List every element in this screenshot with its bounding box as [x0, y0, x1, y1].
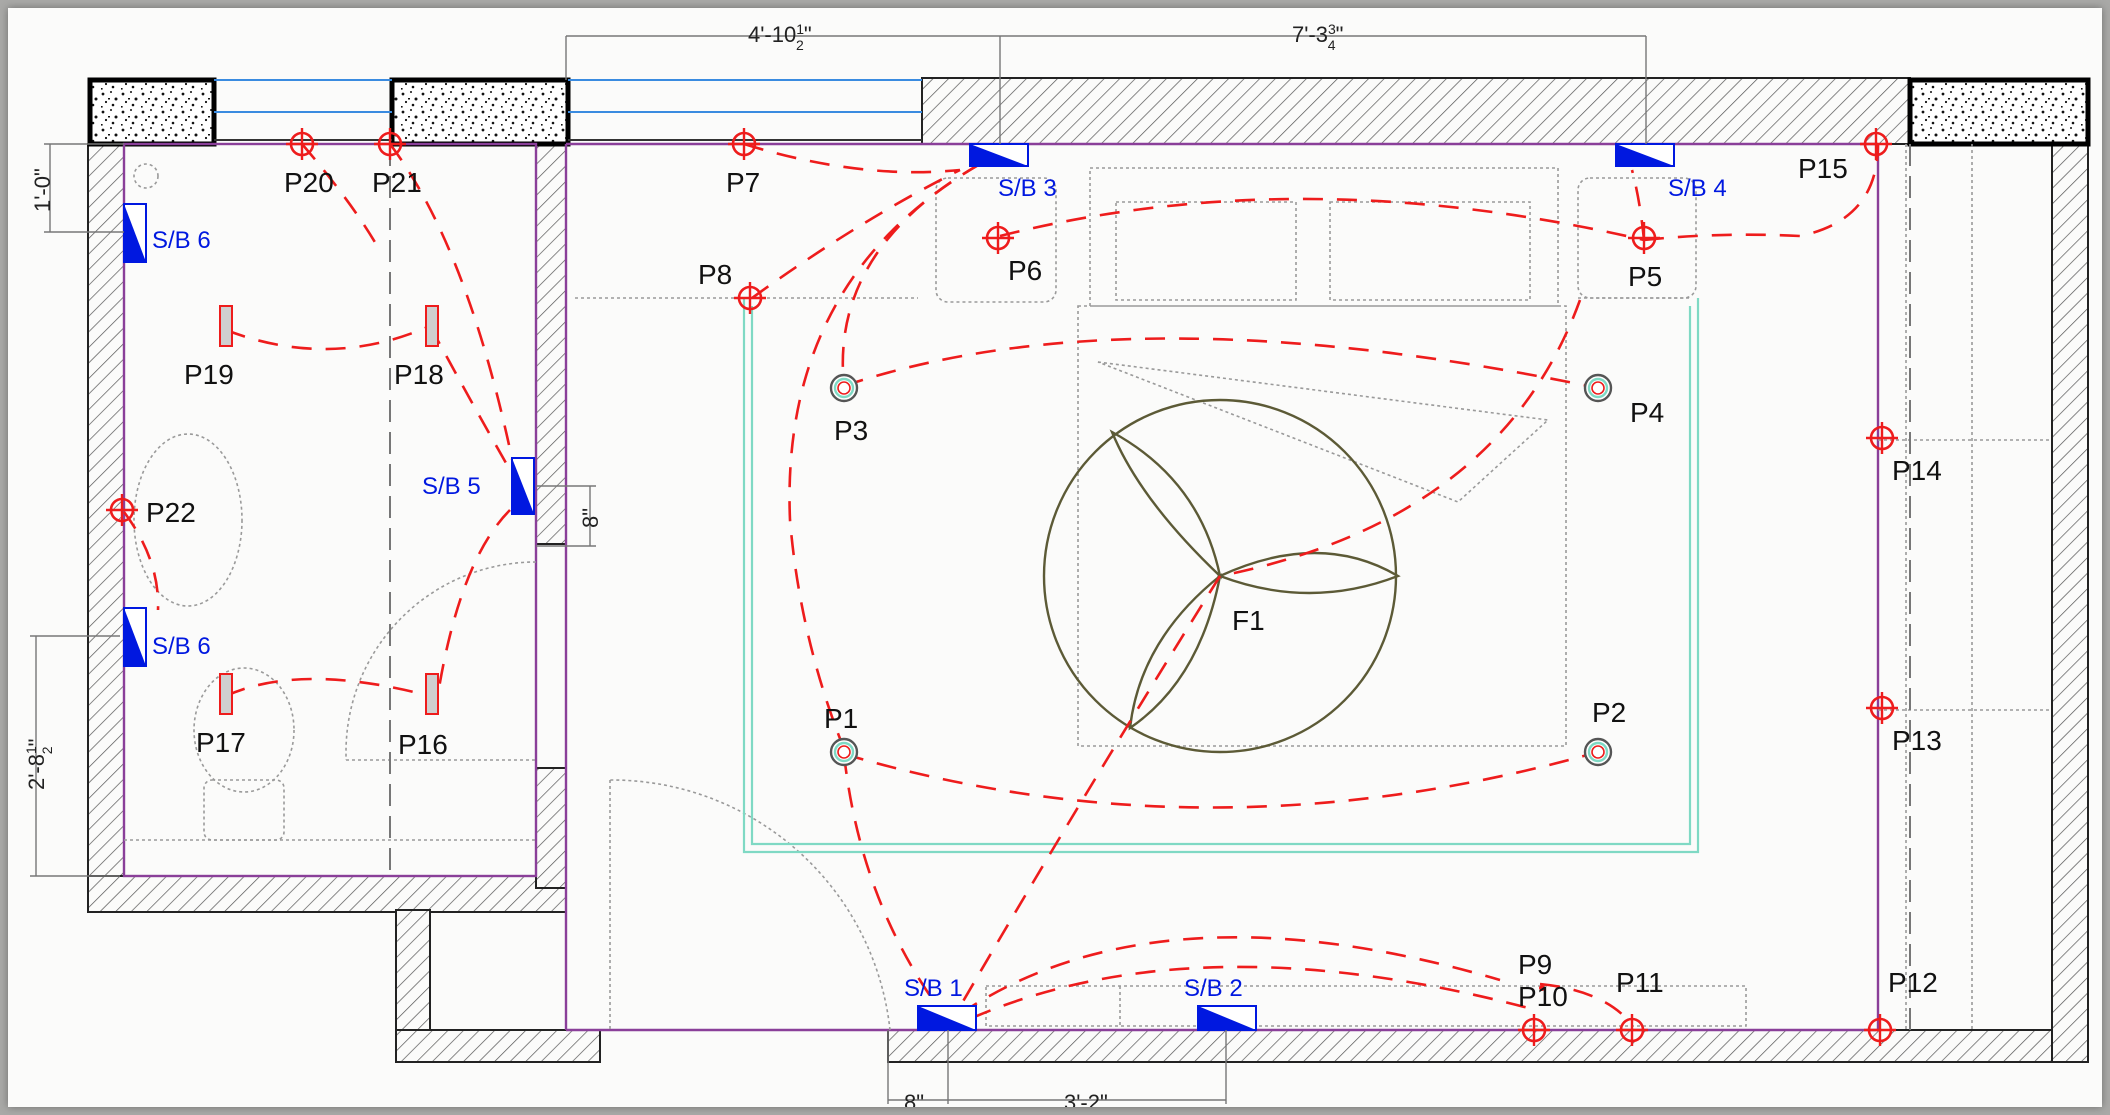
point-symbol-p8 [734, 282, 766, 314]
label-sb2: S/B 2 [1184, 975, 1243, 1002]
point-symbol-p12 [1864, 1014, 1896, 1046]
label-p18: P18 [394, 359, 444, 390]
point-symbol-p1 [829, 737, 859, 767]
column-3 [1907, 77, 2091, 147]
label-sb3: S/B 3 [998, 175, 1057, 202]
point-symbol-p2 [1583, 737, 1613, 767]
fan-blade-2 [1216, 551, 1401, 595]
point-symbol-p17 [219, 673, 233, 715]
walls [87, 77, 2089, 1063]
washbasin [133, 433, 243, 607]
column-1 [87, 77, 217, 147]
wall-top-right [921, 77, 1911, 145]
label-p2: P2 [1592, 697, 1626, 728]
wall-bath-right-lower [535, 767, 567, 889]
dim-bottom-left: 8" [904, 1090, 924, 1107]
switchboard-labels: S/B 1 S/B 2 S/B 3 S/B 4 S/B 5 S/B 6 S/B … [152, 175, 1727, 1002]
label-p20: P20 [284, 167, 334, 198]
label-p12: P12 [1888, 967, 1938, 998]
ceiling-fan-f1 [1042, 398, 1401, 754]
electrical-points [106, 128, 1898, 1046]
point-symbol-p21 [374, 128, 406, 160]
label-p9: P9 [1518, 949, 1552, 980]
side-table-left [935, 177, 1057, 303]
column-2 [389, 77, 571, 147]
label-p13: P13 [1892, 725, 1942, 756]
label-sb5: S/B 5 [422, 473, 481, 500]
label-p11: P11 [1616, 967, 1664, 998]
switchboard-sb2 [1197, 1005, 1257, 1031]
point-symbol-p9 [1539, 985, 1545, 991]
point-symbol-p14 [1866, 422, 1898, 454]
point-symbol-p20 [286, 128, 318, 160]
label-p7: P7 [726, 167, 760, 198]
label-p4: P4 [1630, 397, 1664, 428]
label-sb6-lower: S/B 6 [152, 633, 211, 660]
switchboard-sb4 [1615, 143, 1675, 167]
dim-sb5-gap: 8" [578, 508, 603, 528]
label-p1: P1 [824, 703, 858, 734]
label-p16: P16 [398, 729, 448, 760]
label-p19: P19 [184, 359, 234, 390]
label-p14: P14 [1892, 455, 1942, 486]
point-symbol-p7 [728, 128, 760, 160]
label-sb4: S/B 4 [1668, 175, 1727, 202]
label-p17: P17 [196, 727, 246, 758]
wiring-runs [122, 142, 1880, 1021]
cove-ceiling-outline [742, 298, 1700, 854]
wall-right [2051, 143, 2089, 1063]
wall-bath-bottom [87, 875, 567, 913]
dim-left-bottom: 2'-812" [23, 739, 55, 790]
dimension-lines [30, 35, 1647, 1104]
label-p21: P21 [372, 167, 422, 198]
point-symbol-p22 [106, 494, 138, 526]
concrete-columns [87, 77, 2091, 147]
point-symbol-p5 [1628, 222, 1660, 254]
label-p8: P8 [698, 259, 732, 290]
label-p3: P3 [834, 415, 868, 446]
point-symbol-p11 [1616, 1014, 1648, 1046]
point-symbol-p18 [425, 305, 439, 347]
switchboards [123, 143, 1675, 1031]
point-symbol-p16 [425, 673, 439, 715]
bed [1077, 305, 1567, 747]
point-symbol-p3 [829, 373, 859, 403]
label-p22: P22 [146, 497, 196, 528]
switchboard-sb5 [511, 457, 535, 515]
wall-notch-bottom [395, 1029, 601, 1063]
switchboard-sb3 [969, 143, 1029, 167]
label-p5: P5 [1628, 261, 1662, 292]
switchboard-sb1 [917, 1005, 977, 1031]
label-sb1: S/B 1 [904, 975, 963, 1002]
wc [193, 667, 295, 793]
point-symbol-p13 [1866, 692, 1898, 724]
wall-bath-right [535, 143, 567, 545]
fan-blade-1 [1109, 429, 1222, 580]
point-labels: P1 P2 P3 P4 P5 P6 P7 P8 P9 P10 P11 P12 P… [146, 153, 1942, 1012]
label-sb6-upper: S/B 6 [152, 227, 211, 254]
fan-label: F1 [1232, 605, 1265, 636]
label-p15: P15 [1798, 153, 1848, 184]
label-p10: P10 [1518, 981, 1568, 1012]
point-symbol-p15 [1860, 128, 1892, 160]
switchboard-sb6-upper [123, 203, 147, 263]
point-symbol-p19 [219, 305, 233, 347]
wall-left-outer [87, 143, 125, 911]
point-symbol-p10 [1518, 1014, 1550, 1046]
dim-left-top: 1'-0" [30, 168, 55, 212]
label-p6: P6 [1008, 255, 1042, 286]
fan-blade-3 [1128, 573, 1222, 731]
dim-bottom-right: 3'-2" [1064, 1090, 1108, 1107]
point-symbol-p6 [982, 222, 1014, 254]
switchboard-sb6-lower [123, 607, 147, 667]
point-symbol-p4 [1583, 373, 1613, 403]
